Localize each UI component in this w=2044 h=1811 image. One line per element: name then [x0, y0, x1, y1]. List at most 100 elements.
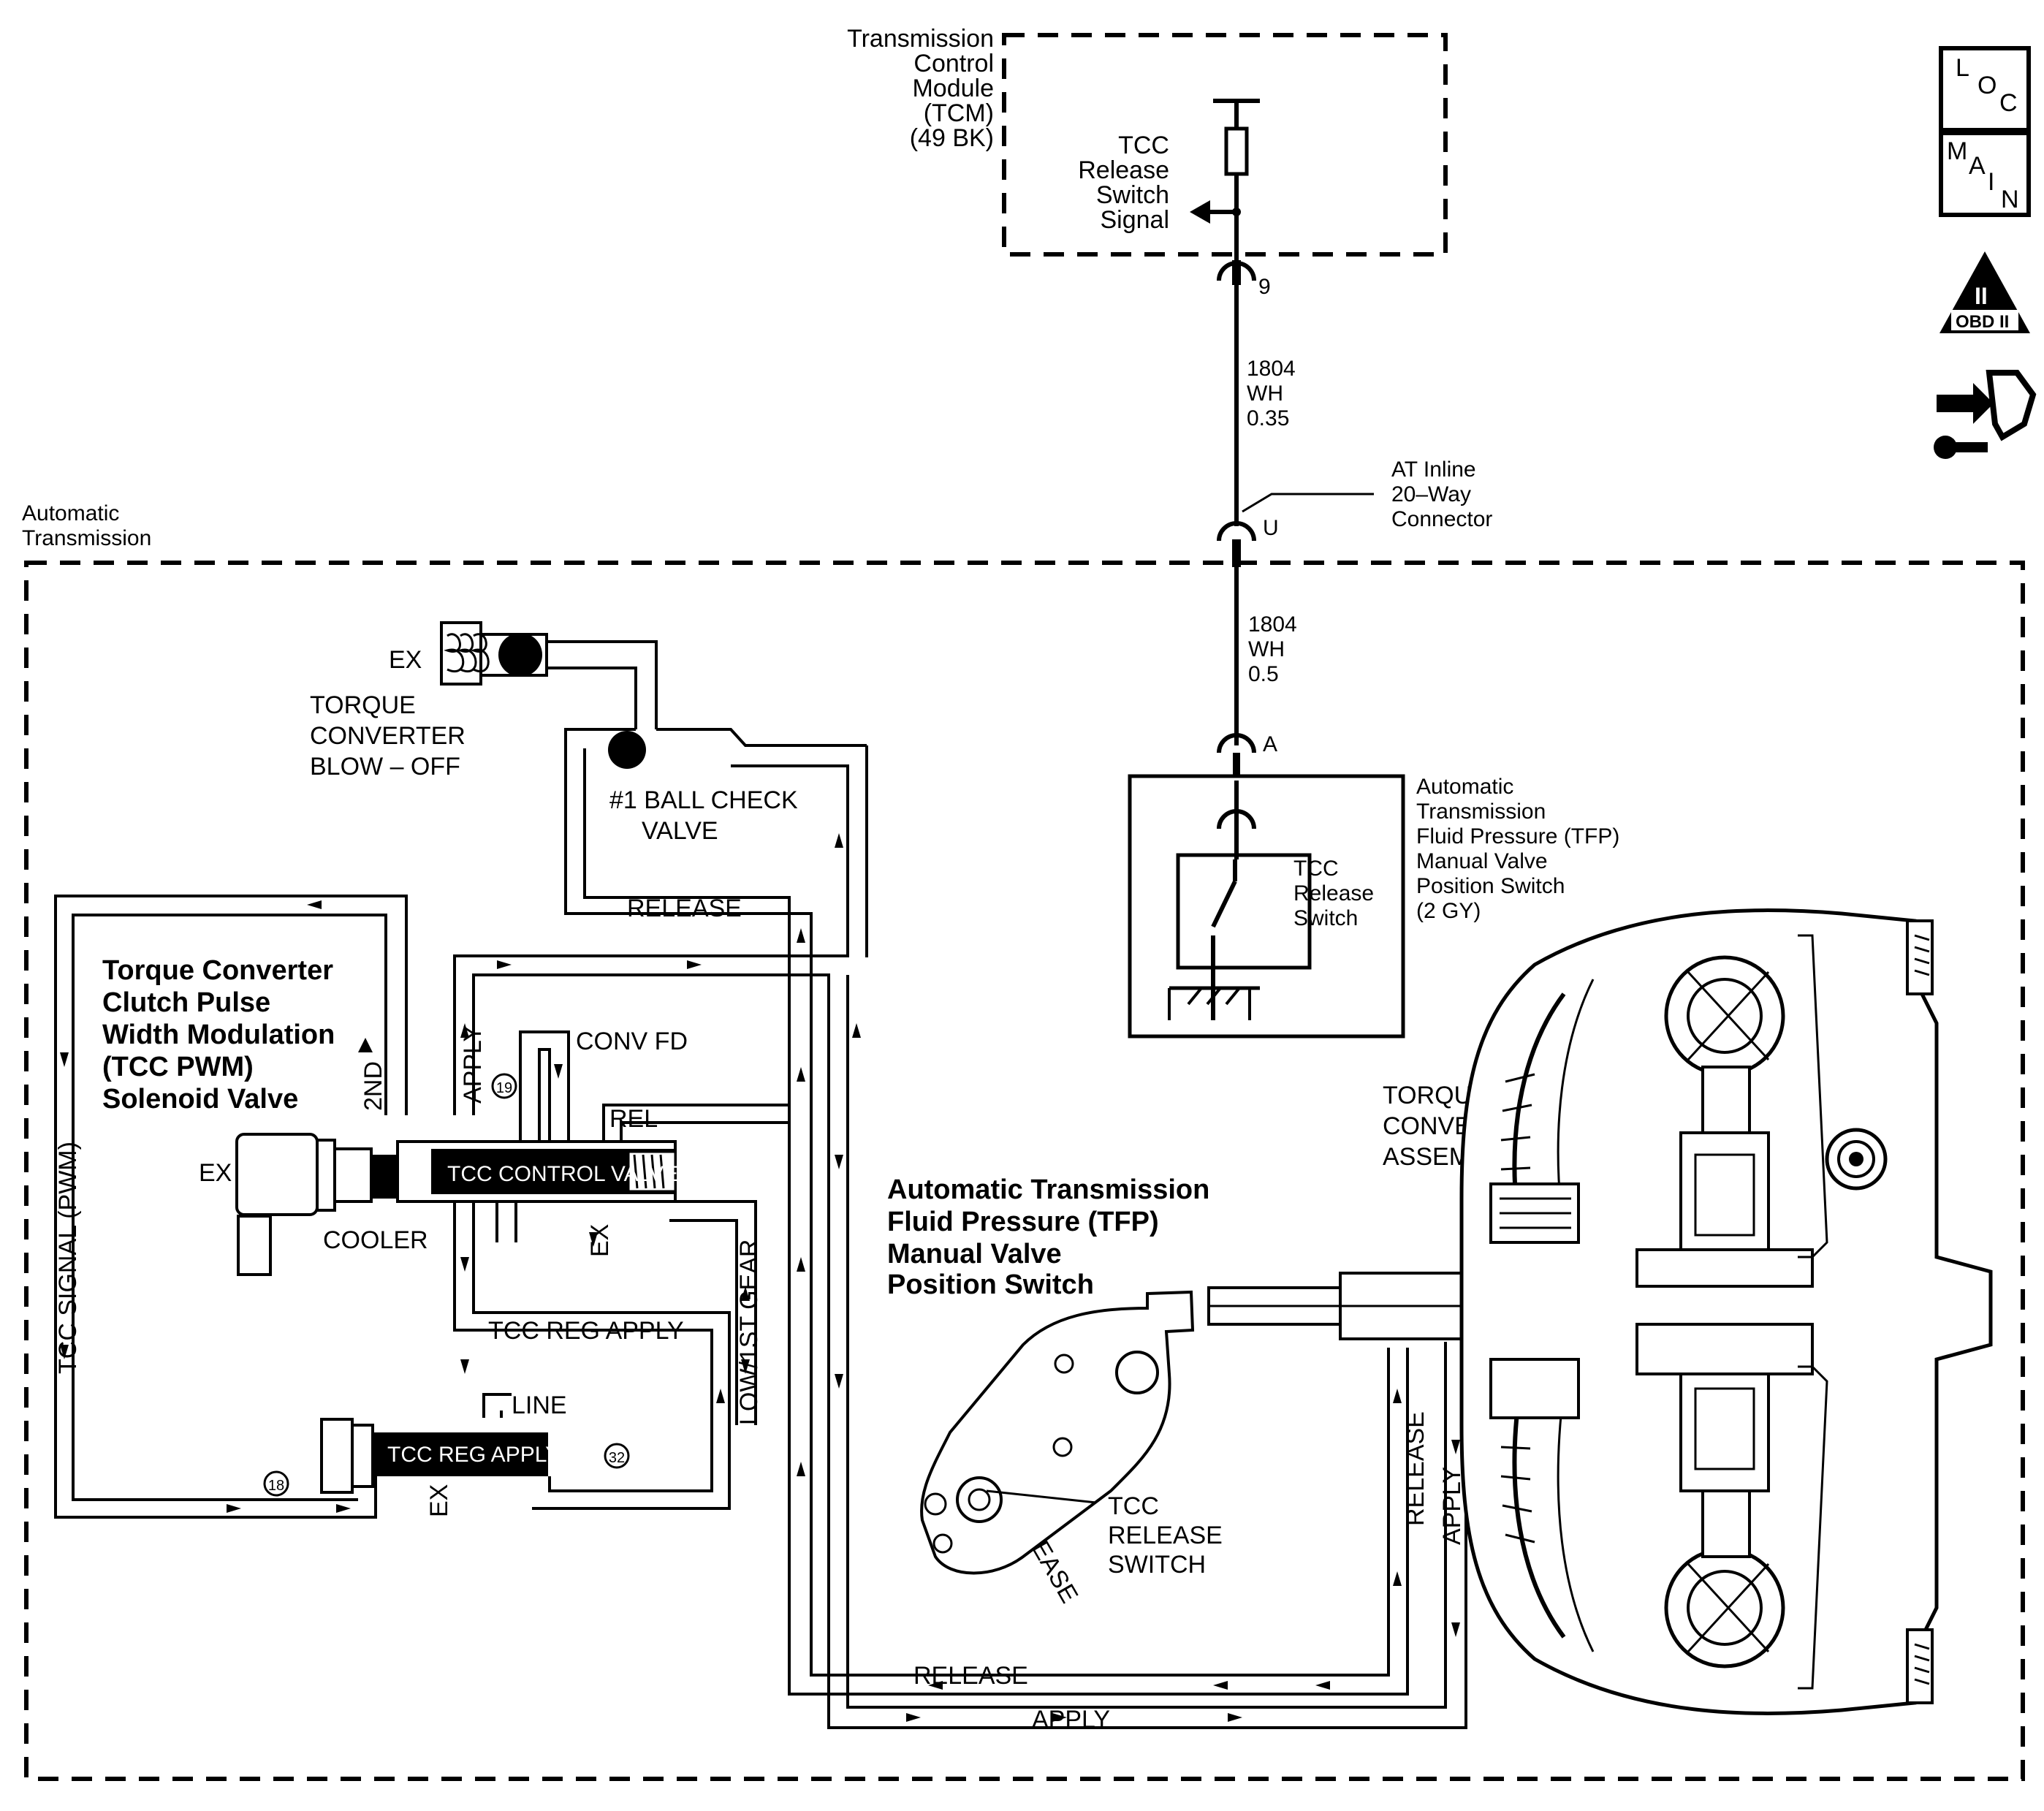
tfp-connector-pin-a: A	[1217, 732, 1277, 781]
obd-label: OBD II	[1956, 312, 2009, 332]
svg-text:VALVE: VALVE	[642, 817, 718, 845]
transmission-boundary: Automatic Transmission	[22, 501, 2025, 1781]
svg-text:20–Way: 20–Way	[1391, 482, 1471, 506]
svg-text:Release: Release	[1293, 881, 1374, 906]
svg-text:CONVERTER: CONVERTER	[310, 722, 466, 750]
ex-reg-label: EX	[425, 1484, 453, 1517]
cooler-label: COOLER	[323, 1226, 428, 1254]
loc-o: O	[1977, 72, 1996, 99]
tcc-signal-label: TCC SIGNAL (PWM)	[54, 1142, 82, 1374]
loc-button[interactable]: L O C	[1939, 46, 2031, 132]
svg-text:Manual Valve: Manual Valve	[887, 1239, 1062, 1269]
svg-text:(TCC PWM): (TCC PWM)	[102, 1052, 254, 1082]
inline-connector: U AT Inline 20–Way Connector	[1217, 458, 1492, 567]
svg-text:Position Switch: Position Switch	[887, 1269, 1094, 1300]
svg-text:(TCM): (TCM)	[924, 99, 994, 127]
svg-text:WH: WH	[1247, 381, 1283, 406]
svg-text:Release: Release	[1078, 156, 1169, 184]
tfp-manual-valve-label: Automatic Transmission Fluid Pressure (T…	[887, 1174, 1209, 1300]
svg-text:32: 32	[609, 1450, 625, 1466]
svg-text:Transmission: Transmission	[847, 25, 994, 53]
svg-text:0.35: 0.35	[1247, 406, 1289, 430]
main-i: I	[1988, 168, 1994, 196]
svg-text:Fluid Pressure (TFP): Fluid Pressure (TFP)	[1416, 824, 1619, 848]
line-label: LINE	[512, 1392, 567, 1419]
apply-vertical-label: APPLY	[459, 1025, 487, 1104]
wire-upper-label: 1804 WH 0.35	[1247, 357, 1296, 430]
svg-text:Width Modulation: Width Modulation	[102, 1020, 335, 1050]
svg-text:Automatic: Automatic	[22, 501, 119, 525]
pwm-solenoid-label: Torque Converter Clutch Pulse Width Modu…	[102, 955, 335, 1115]
pullup-resistor	[1224, 126, 1249, 176]
release-bottom-label: RELEASE	[913, 1662, 1028, 1690]
loc-c: C	[1999, 89, 2018, 117]
svg-text:9: 9	[1258, 275, 1271, 299]
apply-right-label: APPLY	[1438, 1467, 1466, 1545]
svg-text:(49 BK): (49 BK)	[910, 124, 994, 152]
svg-text:1804: 1804	[1247, 357, 1296, 381]
wire-lower-label: 1804 WH 0.5	[1248, 612, 1297, 686]
svg-text:TORQUE: TORQUE	[310, 691, 416, 719]
svg-text:0.5: 0.5	[1248, 662, 1279, 686]
svg-text:TCC: TCC	[1108, 1492, 1159, 1520]
tcc-control-valve: TCC CONTROL VALVE	[396, 1140, 678, 1203]
svg-text:Switch: Switch	[1293, 906, 1358, 930]
orifice-32: 32	[604, 1443, 630, 1469]
svg-text:19: 19	[496, 1080, 512, 1096]
svg-text:18: 18	[268, 1478, 284, 1494]
low-first-gear-label: LOW/1ST GEAR	[735, 1239, 763, 1425]
ex-label-solenoid: EX	[199, 1159, 232, 1187]
tfp-manual-valve-body	[920, 1290, 1195, 1575]
svg-text:SWITCH: SWITCH	[1108, 1551, 1206, 1579]
svg-text:Clutch Pulse: Clutch Pulse	[102, 987, 270, 1018]
tcm-title: Transmission Control Module (TCM) (49 BK…	[847, 25, 994, 152]
hydraulic-text-labels: RELEASE APPLY 2ND CONV FD REL EX COOLER …	[54, 895, 1466, 1734]
orifice-18: 18	[263, 1470, 289, 1497]
svg-text:Module: Module	[912, 75, 994, 102]
tfp-switch-box: TCC Release Switch	[1128, 774, 1405, 1039]
main-a: A	[1969, 152, 1986, 180]
svg-text:Signal: Signal	[1100, 206, 1169, 234]
pwm-solenoid-body: EX	[199, 1133, 398, 1276]
conv-fd-label: CONV FD	[576, 1028, 688, 1055]
main-button[interactable]: M A I N	[1939, 131, 2031, 217]
svg-text:Solenoid Valve: Solenoid Valve	[102, 1084, 298, 1115]
svg-text:Switch: Switch	[1096, 181, 1169, 209]
apply-bottom-label: APPLY	[1032, 1706, 1110, 1734]
svg-text:U: U	[1263, 516, 1279, 540]
tcc-release-switch-label: TCC RELEASE SWITCH	[1108, 1492, 1223, 1579]
svg-text:TCC: TCC	[1118, 132, 1169, 159]
svg-text:Fluid Pressure (TFP): Fluid Pressure (TFP)	[887, 1207, 1159, 1237]
svg-text:Manual Valve: Manual Valve	[1416, 849, 1548, 873]
release-right-label: RELEASE	[1402, 1411, 1429, 1526]
svg-text:Torque Converter: Torque Converter	[102, 955, 333, 986]
ball-check-label: #1 BALL CHECK VALVE	[609, 786, 798, 845]
second-gear-label: 2ND	[360, 1061, 387, 1111]
orifice-19: 19	[491, 1073, 517, 1099]
svg-text:BLOW – OFF: BLOW – OFF	[310, 753, 460, 781]
blowoff-valve: EX TORQUE CONVERTER BLOW – OFF	[310, 621, 548, 781]
main-n: N	[2001, 186, 2019, 213]
release-top-label: RELEASE	[627, 895, 742, 922]
svg-text:(2 GY): (2 GY)	[1416, 899, 1481, 923]
svg-text:Automatic Transmission: Automatic Transmission	[887, 1174, 1209, 1205]
tcm-signal-label: TCC Release Switch Signal	[1078, 132, 1169, 234]
reg-apply-valve-label: TCC REG APPLY	[387, 1443, 560, 1467]
svg-text:Transmission: Transmission	[1416, 800, 1546, 824]
flow-arrows	[60, 833, 1460, 1722]
loc-l: L	[1956, 54, 1969, 82]
tfp-switch-side-label: Automatic Transmission Fluid Pressure (T…	[1416, 775, 1619, 923]
svg-text:Automatic: Automatic	[1416, 775, 1513, 799]
svg-text:Control: Control	[913, 50, 994, 77]
ball-check-icon	[608, 731, 646, 769]
svg-text:EX: EX	[389, 646, 422, 674]
svg-text:RELEASE: RELEASE	[1108, 1522, 1223, 1549]
svg-text:Transmission: Transmission	[22, 526, 151, 550]
connector-wrench-icon[interactable]	[1934, 370, 2037, 459]
svg-text:Position Switch: Position Switch	[1416, 874, 1565, 898]
svg-text:A: A	[1263, 732, 1277, 756]
obd-ii-button[interactable]: II OBD II	[1939, 251, 2030, 333]
signal-arrow-icon	[1190, 200, 1210, 224]
svg-text:TCC: TCC	[1293, 857, 1339, 881]
